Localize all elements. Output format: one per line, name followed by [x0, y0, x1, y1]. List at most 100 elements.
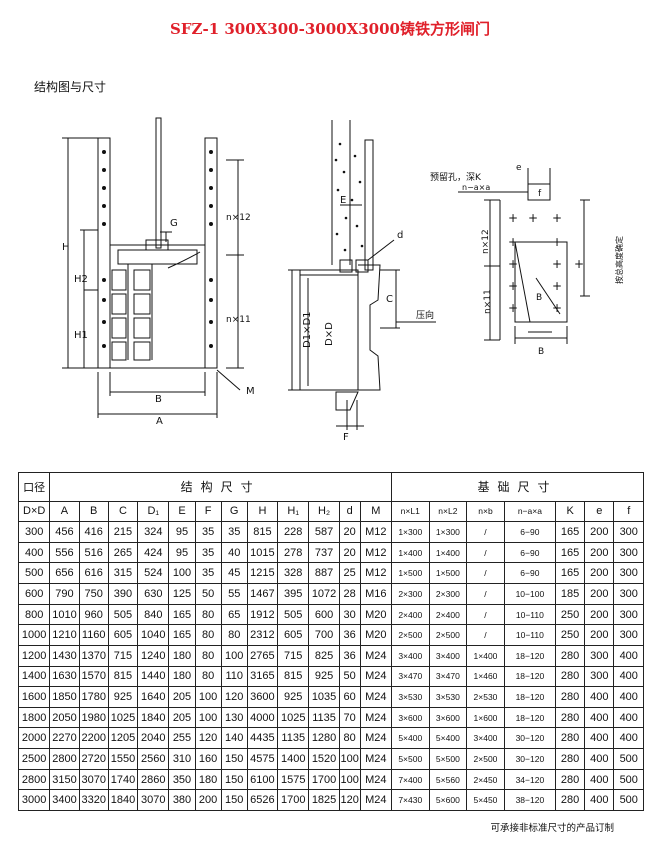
- table-cell: 36: [338, 644, 361, 667]
- table-cell: 1135: [277, 727, 310, 750]
- table-cell: 265: [107, 541, 139, 564]
- column-header: C: [107, 500, 139, 523]
- column-header: F: [194, 500, 222, 523]
- column-header: G: [220, 500, 248, 523]
- table-cell: M20: [359, 603, 392, 626]
- table-cell: 1072: [308, 583, 340, 605]
- table-cell: 1840: [137, 706, 170, 729]
- head-caliber: 口径: [17, 472, 51, 502]
- table-cell: 3×600: [428, 706, 468, 729]
- table-cell: 1600: [17, 686, 51, 708]
- column-header: n×L1: [390, 500, 430, 523]
- column-header: D×D: [17, 500, 51, 523]
- table-cell: 505: [277, 603, 310, 626]
- table-cell: 1980: [78, 706, 109, 729]
- table-cell: 400: [584, 706, 615, 729]
- table-cell: 1570: [78, 665, 109, 688]
- table-cell: 130: [220, 706, 248, 729]
- table-cell: 1015: [246, 541, 279, 564]
- label-dd: D×D: [324, 322, 335, 346]
- label-b-small: B: [536, 293, 542, 303]
- table-cell: 1467: [246, 583, 279, 605]
- table-cell: 300: [613, 521, 644, 543]
- table-cell: 2×300: [390, 583, 430, 605]
- right-rail: [204, 137, 218, 369]
- table-cell: 300: [613, 624, 644, 646]
- label-nxl1: n×11: [483, 289, 493, 314]
- table-cell: 28: [338, 583, 361, 605]
- svg-text:+: +: [508, 211, 518, 225]
- table-cell: 2×450: [466, 768, 505, 791]
- table-cell: 1825: [308, 789, 340, 811]
- label-d1d1: D1×D1: [302, 311, 313, 348]
- table-cell: 36: [338, 624, 361, 646]
- table-cell: 1240: [137, 644, 170, 667]
- table-cell: 300: [613, 562, 644, 585]
- table-cell: 45: [220, 562, 248, 585]
- column-header: f: [613, 500, 644, 523]
- table-cell: 95: [168, 541, 196, 564]
- table-cell: 424: [137, 541, 170, 564]
- table-cell: 2800: [49, 748, 80, 770]
- table-cell: 2×530: [466, 686, 505, 708]
- table-cell: 1550: [107, 748, 139, 770]
- label-e-small: e: [516, 163, 522, 173]
- label-h1: H1: [74, 330, 88, 341]
- table-cell: 5×400: [390, 727, 430, 750]
- table-cell: 5×400: [428, 727, 468, 750]
- table-cell: 1700: [308, 768, 340, 791]
- table-cell: M16: [359, 583, 392, 605]
- table-cell: 180: [168, 644, 196, 667]
- table-cell: 630: [137, 583, 170, 605]
- table-cell: 3×530: [390, 686, 430, 708]
- table-cell: 815: [246, 521, 279, 543]
- label-height-note: 按总高度确定: [614, 236, 624, 284]
- column-header: E: [168, 500, 196, 523]
- table-cell: 1025: [277, 706, 310, 729]
- table-cell: 255: [168, 727, 196, 750]
- table-cell: 3×400: [466, 727, 505, 750]
- table-cell: 1850: [49, 686, 80, 708]
- table-cell: 165: [554, 562, 586, 585]
- table-cell: 1025: [107, 706, 139, 729]
- table-cell: 3600: [246, 686, 279, 708]
- table-cell: 840: [137, 603, 170, 626]
- table-cell: 380: [168, 789, 196, 811]
- table-cell: 100: [194, 686, 222, 708]
- table-cell: 40: [220, 541, 248, 564]
- table-cell: 150: [220, 768, 248, 791]
- table-cell: 300: [613, 541, 644, 564]
- table-cell: 6−90: [503, 541, 556, 564]
- table-cell: 3×400: [390, 644, 430, 667]
- table-cell: 100: [220, 644, 248, 667]
- table-cell: 4435: [246, 727, 279, 750]
- table-cell: 10−100: [503, 583, 556, 605]
- table-cell: 500: [613, 789, 644, 811]
- table-cell: 160: [194, 748, 222, 770]
- table-cell: 280: [554, 748, 586, 770]
- table-cell: 30: [338, 603, 361, 626]
- table-cell: 800: [17, 603, 51, 626]
- table-cell: 300: [17, 521, 51, 543]
- table-cell: 2×500: [390, 624, 430, 646]
- table-cell: 310: [168, 748, 196, 770]
- table-cell: 395: [277, 583, 310, 605]
- table-cell: 7×400: [390, 768, 430, 791]
- table-cell: 3070: [78, 768, 109, 791]
- table-cell: 2050: [49, 706, 80, 729]
- table-cell: 165: [554, 521, 586, 543]
- table-cell: /: [466, 624, 505, 646]
- table-cell: 505: [107, 603, 139, 626]
- table-cell: 180: [168, 665, 196, 688]
- table-cell: 125: [168, 583, 196, 605]
- table-cell: 2765: [246, 644, 279, 667]
- table-cell: 5×560: [428, 768, 468, 791]
- table-cell: 1630: [49, 665, 80, 688]
- table-cell: 1040: [137, 624, 170, 646]
- table-cell: 2×500: [428, 624, 468, 646]
